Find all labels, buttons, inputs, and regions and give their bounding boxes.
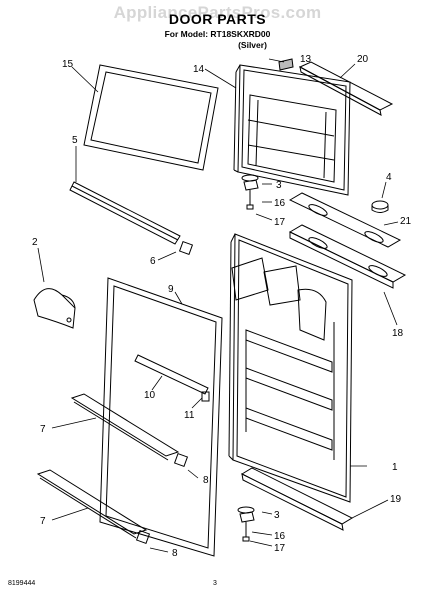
- model-label: For Model: RT18SKXRD00: [164, 29, 271, 39]
- callout-11: 11: [184, 410, 195, 421]
- part-end-cap-8-upper: [173, 452, 189, 468]
- callout-7-upper: 7: [40, 424, 46, 435]
- callout-13: 13: [300, 54, 312, 65]
- part-end-cap-8-lower: [135, 529, 151, 545]
- callout-18: 18: [392, 328, 404, 339]
- part-badge: [278, 58, 294, 71]
- callout-8-upper: 8: [203, 475, 209, 486]
- part-freezer-gasket: [83, 64, 219, 171]
- callout-3: 3: [276, 180, 282, 191]
- callout-15: 15: [62, 59, 74, 70]
- callout-16: 16: [274, 198, 286, 209]
- callout-6: 6: [150, 256, 156, 267]
- part-plug: [371, 200, 389, 213]
- watermark: AppliancePartsPros.com: [113, 3, 322, 22]
- callout-20: 20: [357, 54, 369, 65]
- part-end-cap-6: [178, 240, 194, 256]
- part-upper-hinge-hardware: [241, 174, 259, 210]
- callout-1: 1: [392, 462, 398, 473]
- part-handle-upper: [288, 192, 402, 248]
- page-title: DOOR PARTS: [168, 11, 267, 27]
- part-top-hinge-cover: [298, 61, 394, 116]
- callout-5: 5: [72, 135, 78, 146]
- variant-label: (Silver): [238, 40, 267, 50]
- part-dairy-door: [33, 288, 76, 329]
- callout-10: 10: [144, 390, 156, 401]
- callout-16-lower: 16: [274, 531, 286, 542]
- callout-21: 21: [400, 216, 412, 227]
- part-shelf-bar-10: [134, 354, 209, 395]
- callout-8-lower: 8: [172, 548, 178, 559]
- part-bottom-hinge-cover: [240, 467, 354, 531]
- part-lower-hinge-hardware: [237, 506, 255, 542]
- callout-19: 19: [390, 494, 402, 505]
- document-number: 8199444: [8, 580, 36, 587]
- callout-labels: 15 14 13 20 5 3 16 17 4 21 2 6 9 18 10 1…: [32, 54, 412, 559]
- callout-7-lower: 7: [40, 516, 46, 527]
- callout-4: 4: [386, 172, 392, 183]
- callout-3-lower: 3: [274, 510, 280, 521]
- part-fresh-food-door: [228, 233, 353, 503]
- part-handle-lower: [288, 224, 407, 289]
- part-end-cap-11: [201, 391, 210, 402]
- part-shelf-bar-7-lower: [36, 469, 148, 539]
- callout-17: 17: [274, 217, 286, 228]
- callout-17-lower: 17: [274, 543, 286, 554]
- page-number: 3: [213, 580, 217, 587]
- callout-14: 14: [193, 64, 205, 75]
- callout-9: 9: [168, 284, 174, 295]
- leader-lines: [37, 58, 399, 553]
- part-freezer-shelf-bar: [69, 181, 181, 245]
- part-fresh-food-gasket: [99, 277, 223, 557]
- part-freezer-door: [233, 64, 351, 196]
- part-shelf-bar-7-upper: [70, 393, 180, 461]
- callout-2: 2: [32, 237, 38, 248]
